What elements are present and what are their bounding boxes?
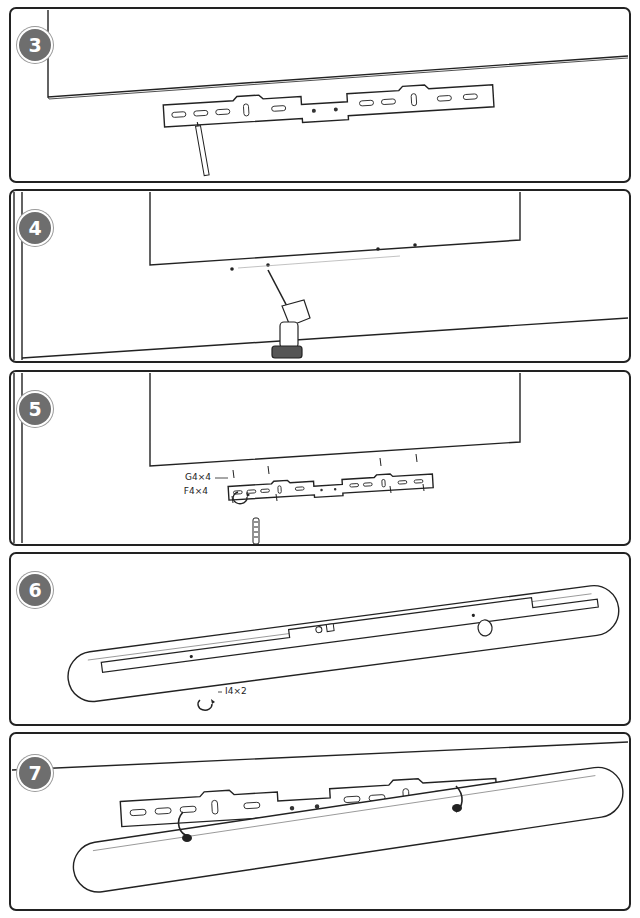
part-label: G4×4 (184, 473, 212, 483)
panel-frame (10, 8, 630, 910)
step-number: 4 (28, 219, 41, 238)
step-number-circle: 7 (19, 757, 51, 789)
part-label: I4×2 (224, 687, 248, 697)
step-number: 5 (28, 400, 41, 419)
step-number: 6 (28, 581, 41, 600)
step-number: 7 (28, 764, 41, 783)
step-number-circle: 3 (19, 29, 51, 61)
step-number-circle: 5 (19, 393, 51, 425)
step-number-circle: 4 (19, 212, 51, 244)
step-number: 3 (28, 36, 41, 55)
part-label: F4×4 (183, 487, 209, 497)
step-number-circle: 6 (19, 574, 51, 606)
